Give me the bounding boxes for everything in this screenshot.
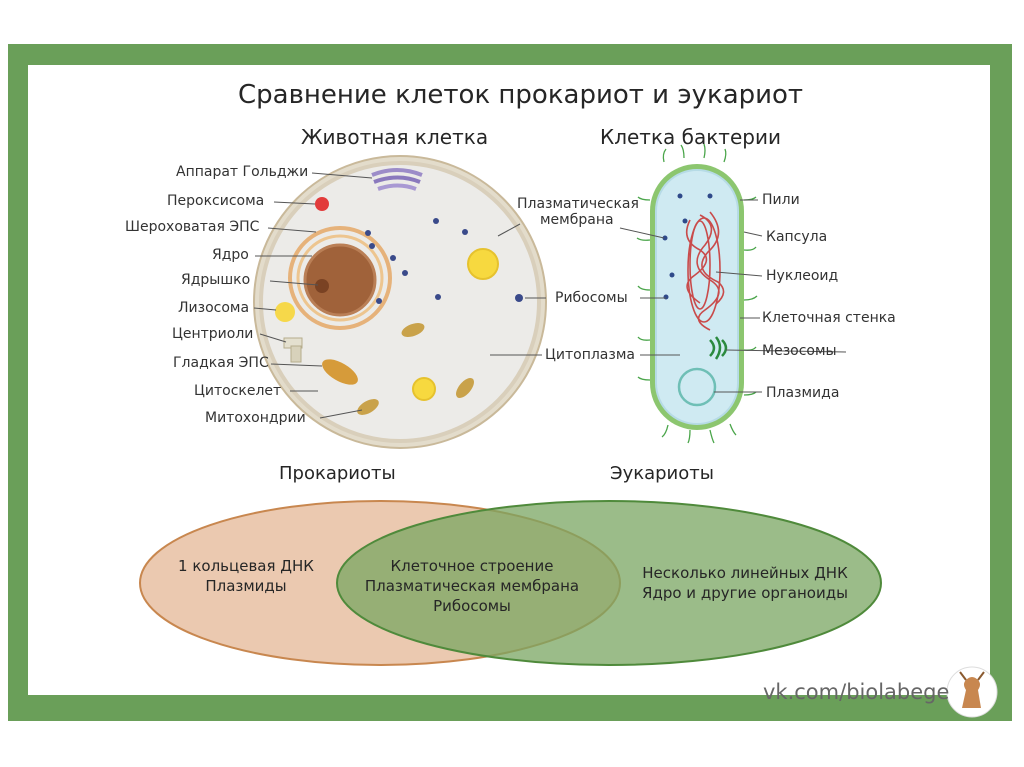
- label-plasmid: Плазмида: [766, 385, 840, 401]
- label-cytoskeleton: Цитоскелет: [194, 383, 282, 399]
- watermark-link[interactable]: vk.com/biolabege: [763, 680, 950, 704]
- mitochondrion: [322, 359, 358, 385]
- animal-cell: [253, 155, 547, 449]
- rough-er: [288, 226, 392, 330]
- label-nucleoid: Нуклеоид: [766, 268, 839, 284]
- venn-diagram: [139, 500, 882, 666]
- label-ribosomes: Рибосомы: [555, 290, 628, 306]
- label-pili: Пили: [762, 192, 800, 208]
- nucleus: [303, 243, 377, 317]
- venn-left-text: 1 кольцевая ДНК Плазмиды: [166, 556, 326, 596]
- plasmid: [677, 367, 717, 407]
- label-smooth-er: Гладкая ЭПС: [173, 355, 269, 371]
- bacterial-cell: [619, 143, 847, 444]
- venn-right-text: Несколько линейных ДНК Ядро и другие орг…: [620, 563, 870, 603]
- venn-center-line3: Рибосомы: [433, 597, 511, 615]
- eukaryotes-heading: Эукариоты: [610, 463, 714, 484]
- peroxisome: [315, 197, 329, 211]
- venn-center-text: Клеточное строение Плазматическая мембра…: [357, 556, 587, 616]
- label-golgi: Аппарат Гольджи: [176, 164, 309, 180]
- venn-center-line2: Плазматическая мембрана: [364, 577, 580, 595]
- bacterial-cell-heading: Клетка бактерии: [600, 125, 781, 149]
- venn-right-line2: Ядро и другие органоиды: [642, 584, 848, 602]
- label-capsule: Капсула: [766, 229, 828, 245]
- label-cell-wall: Клеточная стенка: [762, 310, 896, 326]
- lysosome: [275, 302, 295, 322]
- page-title: Сравнение клеток прокариот и эукариот: [238, 80, 804, 110]
- venn-center-line1: Клеточное строение: [390, 557, 554, 575]
- animal-cell-heading: Животная клетка: [301, 125, 489, 149]
- label-rough-er: Шероховатая ЭПС: [125, 219, 260, 235]
- label-nucleolus: Ядрышко: [181, 272, 251, 288]
- ribosomes: [365, 218, 523, 304]
- venn-left-line2: Плазмиды: [205, 577, 287, 595]
- eukaryote-oval: [336, 500, 882, 666]
- deer-icon: [946, 666, 998, 718]
- prokaryotes-heading: Прокариоты: [279, 463, 396, 484]
- label-mesosomes: Мезосомы: [762, 343, 837, 359]
- nucleolus: [315, 279, 329, 293]
- nucleoid: [685, 211, 725, 331]
- venn-right-line1: Несколько линейных ДНК: [642, 564, 848, 582]
- label-mitochondria: Митохондрии: [205, 410, 306, 426]
- venn-left-line1: 1 кольцевая ДНК: [178, 557, 314, 575]
- label-centrioles: Центриоли: [172, 326, 254, 342]
- label-lysosome: Лизосома: [178, 300, 250, 316]
- mesosome: [709, 336, 728, 360]
- golgi-apparatus: [371, 168, 423, 191]
- label-peroxisome: Пероксисома: [167, 193, 265, 209]
- cytoplasm: [655, 169, 739, 425]
- label-cytoplasm: Цитоплазма: [545, 347, 635, 363]
- label-plasma-membrane-2: мембрана: [540, 212, 614, 228]
- label-nucleus: Ядро: [212, 247, 249, 263]
- label-plasma-membrane-1: Плазматическая: [517, 196, 639, 212]
